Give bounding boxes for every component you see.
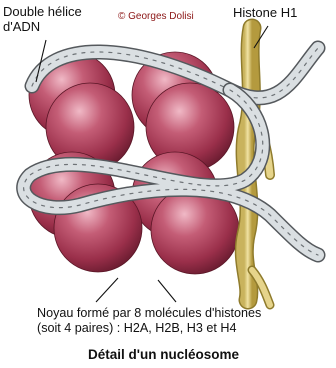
core-caption: Noyau formé par 8 molécules d'histones (… xyxy=(37,306,261,336)
histone-h1-label: Histone H1 xyxy=(233,5,297,20)
pointer-core-left xyxy=(96,278,118,302)
dna-label-line2: d'ADN xyxy=(3,19,82,34)
dna-label: Double hélice d'ADN xyxy=(3,4,82,34)
core-caption-line2: (soit 4 paires) : H2A, H2B, H3 et H4 xyxy=(37,321,261,336)
credit-text: © Georges Dolisi xyxy=(118,9,194,24)
dna-label-line1: Double hélice xyxy=(3,4,82,19)
diagram-title: Détail d'un nucléosome xyxy=(88,347,239,362)
core-caption-line1: Noyau formé par 8 molécules d'histones xyxy=(37,306,261,321)
pointer-core-right xyxy=(158,280,176,302)
